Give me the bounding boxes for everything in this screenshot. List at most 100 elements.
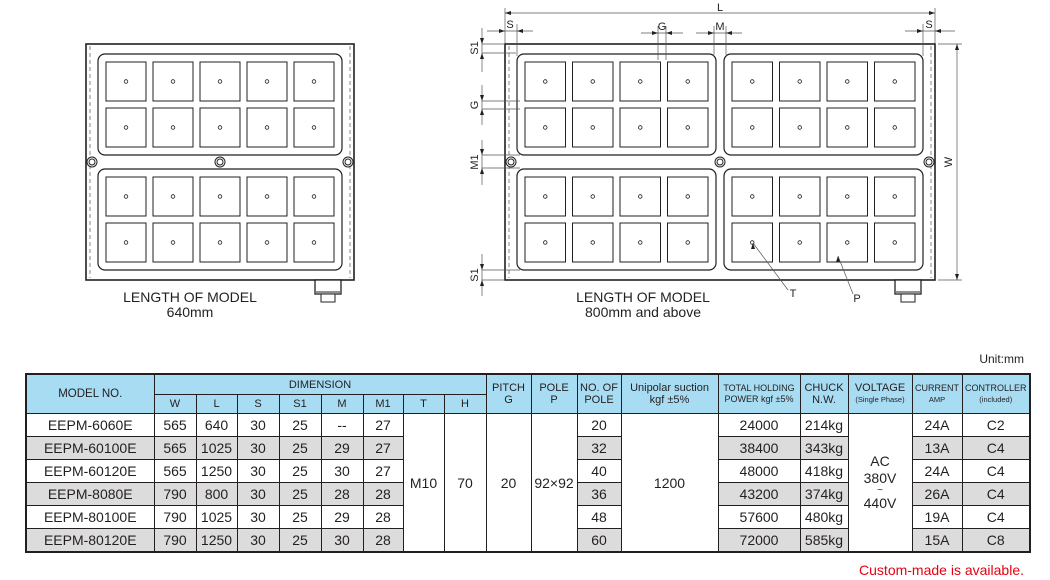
dimension-arrow: [652, 31, 658, 35]
tapped-hole: [638, 240, 643, 245]
tapped-hole: [590, 240, 595, 245]
tapped-hole: [685, 194, 690, 199]
pole-panel: [516, 53, 717, 156]
tapped-hole: [217, 194, 223, 199]
tapped-hole: [892, 125, 897, 130]
tapped-hole: [543, 125, 548, 130]
mounting-hole-inner: [216, 158, 224, 166]
caption-800mm: LENGTH OF MODEL 800mm and above: [543, 290, 743, 320]
cell-s: 30: [236, 505, 280, 529]
tapped-hole: [750, 194, 755, 199]
header-model-label: MODEL NO.: [58, 388, 123, 400]
caption-800mm-line1: LENGTH OF MODEL: [576, 289, 710, 305]
tapped-hole: [845, 194, 850, 199]
header-voltage-l2: (Single Phase): [855, 395, 905, 404]
cell-num-pole: 36: [576, 482, 622, 506]
cell-num-pole: 20: [576, 413, 622, 437]
header-pitch-l2: G: [504, 394, 513, 406]
dimension-arrow: [480, 38, 484, 44]
header-total-l1: TOTAL HOLDING: [723, 383, 795, 393]
unit-label: Unit:mm: [979, 352, 1024, 366]
tapped-hole: [543, 79, 548, 84]
cell-pole-shared: 92×92: [530, 413, 578, 553]
header-controller-l2: (included): [979, 395, 1013, 404]
tapped-hole: [170, 240, 176, 245]
cell-w: 565: [153, 459, 197, 483]
tapped-hole: [264, 240, 270, 245]
pole-panel: [723, 53, 924, 156]
dim-label-l: L: [717, 2, 723, 14]
cell-model: EEPM-6060E: [25, 413, 155, 437]
tapped-hole: [797, 194, 802, 199]
cell-w: 565: [153, 413, 197, 437]
cell-num-pole: 48: [576, 505, 622, 529]
tapped-hole: [797, 240, 802, 245]
dimension-arrow: [480, 95, 484, 101]
cell-l: 1025: [195, 505, 238, 529]
tapped-hole: [123, 79, 129, 84]
cell-chuck: 374kg: [799, 482, 849, 506]
cell-model: EEPM-80120E: [25, 528, 155, 553]
dimension-arrow: [480, 109, 484, 115]
cell-total: 48000: [717, 459, 801, 483]
magnetic-pole: [731, 107, 773, 148]
cell-m: 30: [320, 528, 364, 553]
cell-total: 24000: [717, 413, 801, 437]
tapped-hole: [685, 240, 690, 245]
cell-w: 565: [153, 436, 197, 460]
mounting-hole: [86, 156, 98, 168]
mounting-hole: [714, 156, 726, 168]
dimension-arrow: [499, 29, 505, 33]
leader-p: [837, 255, 854, 295]
cell-l: 1025: [195, 436, 238, 460]
cell-m1: 28: [362, 505, 404, 529]
tapped-hole: [217, 240, 223, 245]
mounting-hole: [505, 156, 517, 168]
dim-label-g-side: G: [469, 101, 481, 110]
tapped-hole: [311, 125, 317, 130]
tapped-hole: [638, 125, 643, 130]
magnetic-pole: [619, 107, 661, 148]
cell-pitch-shared: 20: [485, 413, 532, 553]
tapped-hole: [217, 79, 223, 84]
tapped-hole: [845, 125, 850, 130]
tapped-hole: [123, 240, 129, 245]
chuck-diagram-640mm: [85, 43, 355, 303]
cell-h-shared: 70: [443, 413, 487, 553]
header-current-l1: CURRENT: [915, 383, 959, 393]
cell-current: 24A: [911, 459, 963, 483]
cell-m1: 27: [362, 436, 404, 460]
label-p: P: [853, 293, 860, 305]
cell-total: 57600: [717, 505, 801, 529]
cell-m: 29: [320, 505, 364, 529]
cell-s1: 25: [278, 528, 322, 553]
dim-label-g-top: G: [658, 21, 667, 33]
tapped-hole: [170, 125, 176, 130]
tapped-hole: [845, 79, 850, 84]
leader-t: [752, 242, 789, 291]
cell-model: EEPM-60100E: [25, 436, 155, 460]
connector-plug: [320, 293, 336, 303]
pole-panel: [723, 168, 924, 271]
cell-l: 1250: [195, 528, 238, 553]
cell-s1: 25: [278, 505, 322, 529]
dimension-arrow: [708, 31, 714, 35]
tapped-hole: [170, 79, 176, 84]
tapped-hole: [123, 125, 129, 130]
tapped-hole: [264, 79, 270, 84]
cell-m1: 28: [362, 528, 404, 553]
cell-s: 30: [236, 436, 280, 460]
header-unipolar-l2: kgf ±5%: [649, 394, 690, 406]
cell-controller: C4: [961, 436, 1031, 460]
dimension-arrow: [917, 29, 923, 33]
cell-current: 26A: [911, 482, 963, 506]
tapped-hole: [264, 125, 270, 130]
header-unipolar-l1: Unipolar suction: [630, 382, 709, 394]
